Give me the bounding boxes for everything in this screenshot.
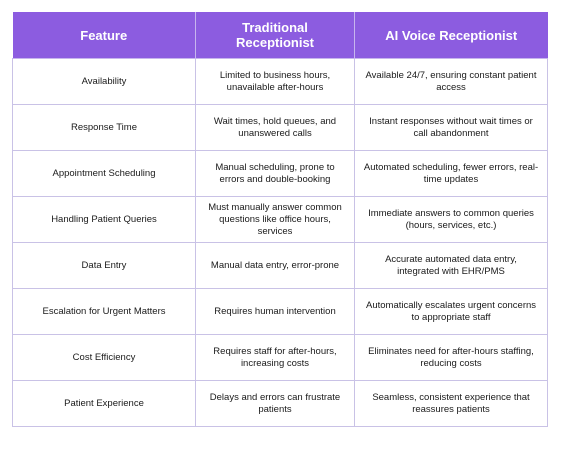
traditional-cell: Requires staff for after-hours, increasi… — [195, 334, 355, 381]
header-traditional-receptionist: Traditional Receptionist — [195, 12, 355, 59]
table-body: Availability Limited to business hours, … — [12, 58, 548, 427]
feature-cell: Data Entry — [12, 242, 196, 289]
traditional-cell: Wait times, hold queues, and unanswered … — [195, 104, 355, 151]
feature-cell: Availability — [12, 58, 196, 105]
traditional-cell: Must manually answer common questions li… — [195, 196, 355, 243]
traditional-cell: Delays and errors can frustrate patients — [195, 380, 355, 427]
feature-cell: Response Time — [12, 104, 196, 151]
header-ai-voice-receptionist: AI Voice Receptionist — [354, 12, 548, 59]
feature-cell: Appointment Scheduling — [12, 150, 196, 197]
comparison-table-container: Feature Traditional Receptionist AI Voic… — [12, 12, 548, 427]
header-feature: Feature — [12, 12, 196, 59]
feature-cell: Patient Experience — [12, 380, 196, 427]
table-row: Data Entry Manual data entry, error-pron… — [12, 242, 548, 289]
traditional-cell: Requires human intervention — [195, 288, 355, 335]
comparison-table: Feature Traditional Receptionist AI Voic… — [12, 12, 548, 427]
feature-cell: Handling Patient Queries — [12, 196, 196, 243]
table-row: Cost Efficiency Requires staff for after… — [12, 334, 548, 381]
table-row: Appointment Scheduling Manual scheduling… — [12, 150, 548, 197]
traditional-cell: Manual data entry, error-prone — [195, 242, 355, 289]
traditional-cell: Limited to business hours, unavailable a… — [195, 58, 355, 105]
ai-cell: Accurate automated data entry, integrate… — [354, 242, 548, 289]
table-row: Escalation for Urgent Matters Requires h… — [12, 288, 548, 335]
ai-cell: Available 24/7, ensuring constant patien… — [354, 58, 548, 105]
ai-cell: Instant responses without wait times or … — [354, 104, 548, 151]
table-row: Patient Experience Delays and errors can… — [12, 380, 548, 427]
header-row: Feature Traditional Receptionist AI Voic… — [12, 12, 548, 59]
table-row: Availability Limited to business hours, … — [12, 58, 548, 105]
feature-cell: Cost Efficiency — [12, 334, 196, 381]
ai-cell: Seamless, consistent experience that rea… — [354, 380, 548, 427]
ai-cell: Automated scheduling, fewer errors, real… — [354, 150, 548, 197]
ai-cell: Eliminates need for after-hours staffing… — [354, 334, 548, 381]
table-header: Feature Traditional Receptionist AI Voic… — [12, 12, 548, 59]
traditional-cell: Manual scheduling, prone to errors and d… — [195, 150, 355, 197]
ai-cell: Immediate answers to common queries (hou… — [354, 196, 548, 243]
table-row: Handling Patient Queries Must manually a… — [12, 196, 548, 243]
feature-cell: Escalation for Urgent Matters — [12, 288, 196, 335]
ai-cell: Automatically escalates urgent concerns … — [354, 288, 548, 335]
table-row: Response Time Wait times, hold queues, a… — [12, 104, 548, 151]
